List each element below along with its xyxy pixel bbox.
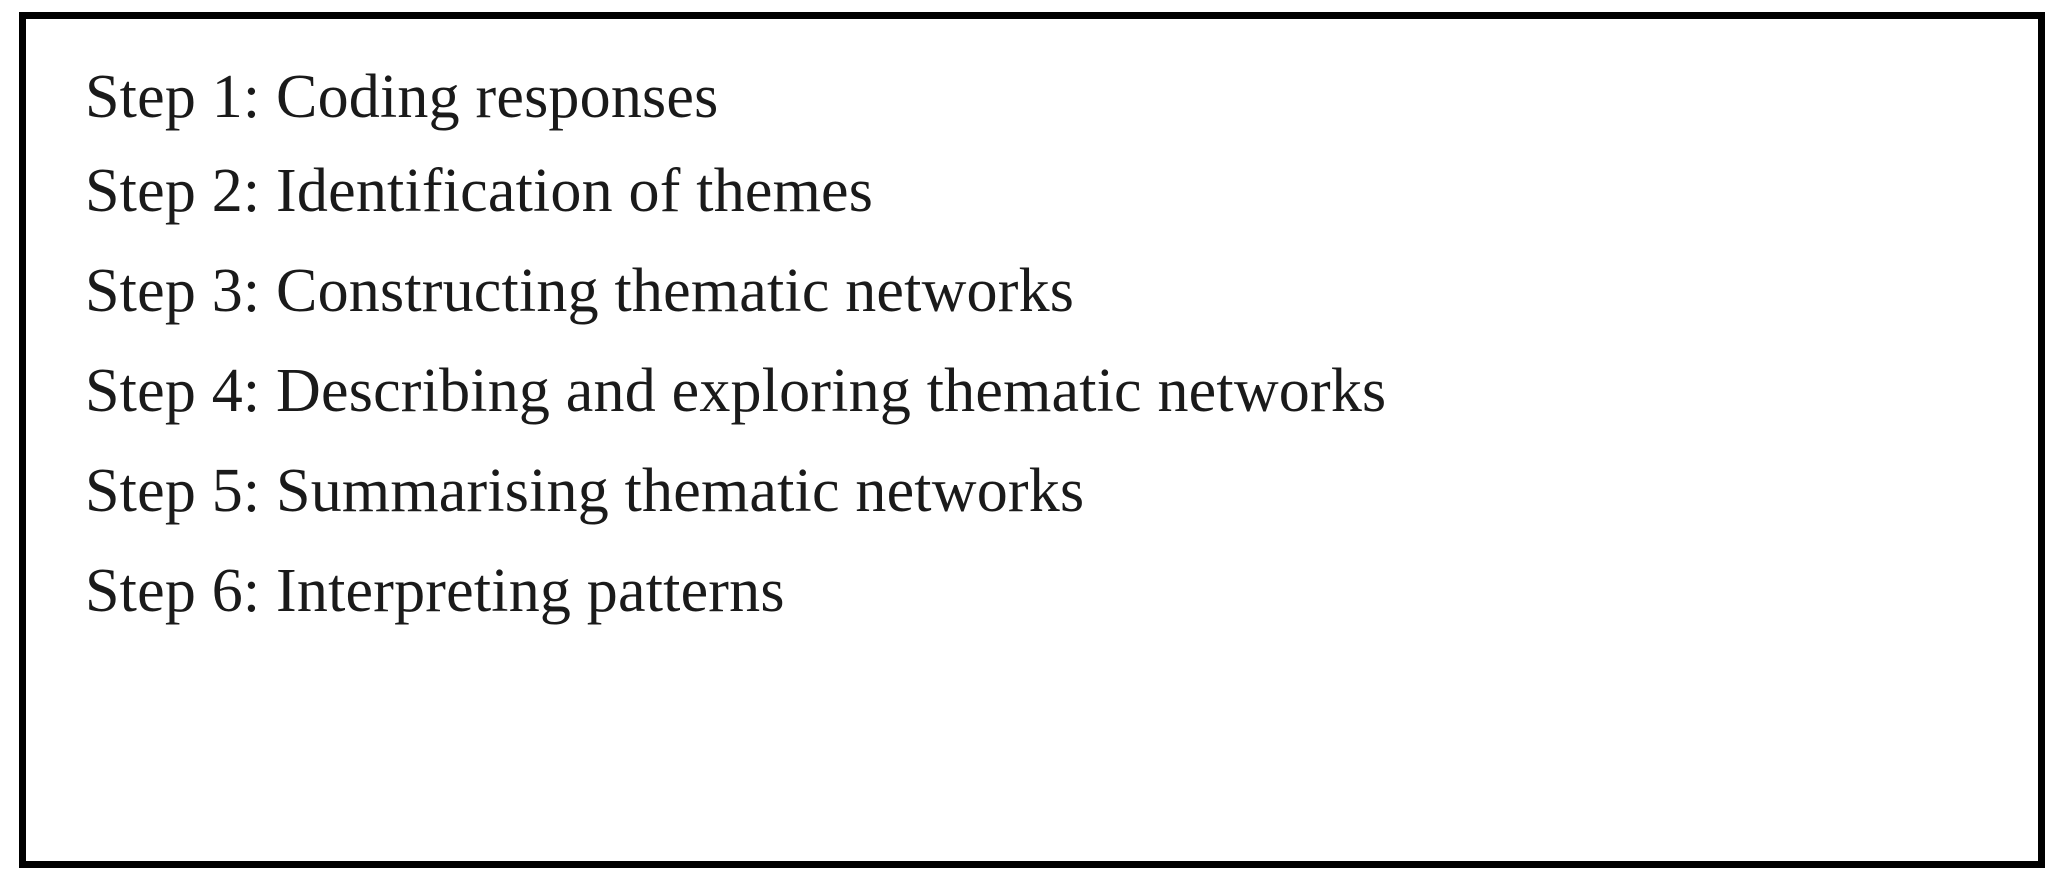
list-item: Step 3: Constructing thematic networks bbox=[85, 257, 1075, 325]
list-item: Step 2: Identification of themes bbox=[85, 157, 874, 225]
list-item: Step 5: Summarising thematic networks bbox=[85, 457, 1085, 525]
steps-list: Step 1: Coding responses Step 2: Identif… bbox=[85, 41, 2031, 641]
list-item: Step 4: Describing and exploring themati… bbox=[85, 357, 1387, 425]
steps-box: Step 1: Coding responses Step 2: Identif… bbox=[19, 12, 2045, 868]
list-item: Step 6: Interpreting patterns bbox=[85, 557, 785, 625]
list-item: Step 1: Coding responses bbox=[85, 63, 719, 131]
